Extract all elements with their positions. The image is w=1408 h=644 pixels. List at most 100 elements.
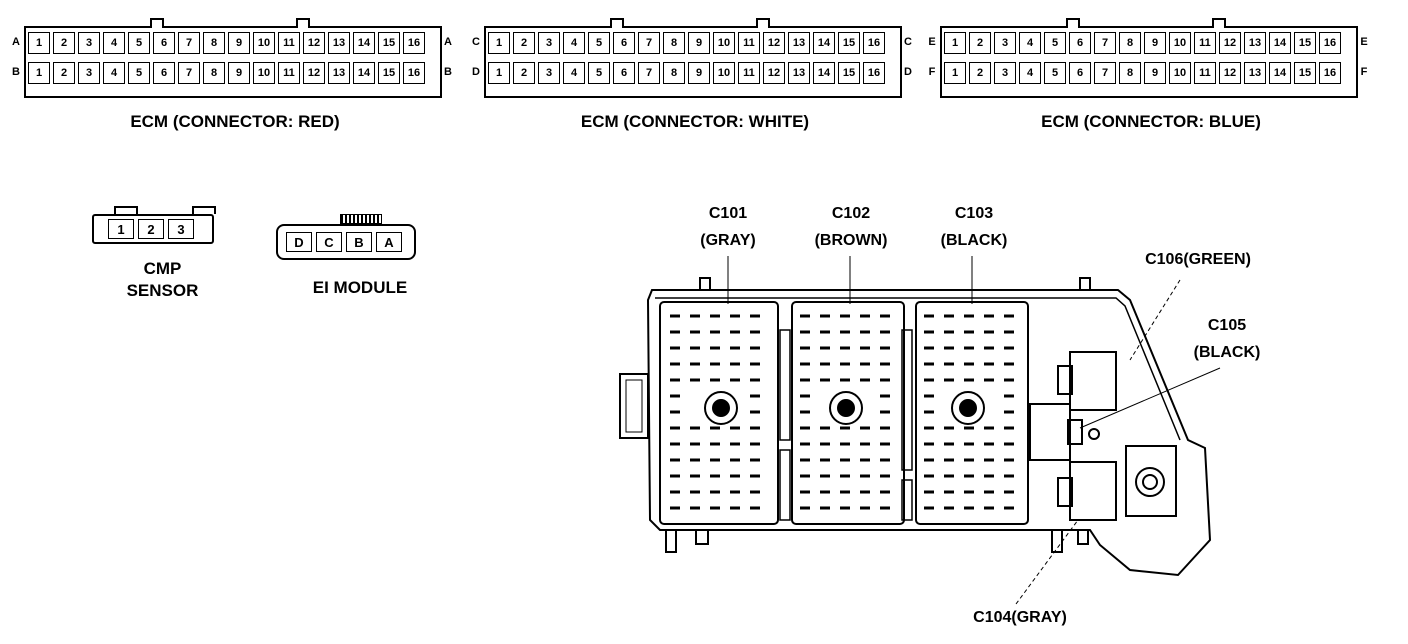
ecm-pin: 14: [353, 62, 375, 84]
ecm-pin: 9: [228, 62, 250, 84]
ecm-pin: 15: [1294, 62, 1316, 84]
c103-color: (BLACK): [940, 232, 1008, 249]
ecm-pin: 6: [613, 32, 635, 54]
c104-label: C104(GRAY): [973, 609, 1067, 626]
ecm-pin: 12: [1219, 32, 1241, 54]
ecm-pin: 1: [944, 62, 966, 84]
ecm-pin: 7: [178, 62, 200, 84]
c102-block: [791, 301, 905, 525]
c105-color: (BLACK): [1193, 344, 1261, 361]
ecm-pin: 16: [1319, 62, 1341, 84]
ecm-pin: 10: [1169, 62, 1191, 84]
ecm-pin: 5: [1044, 32, 1066, 54]
ecm-pin: 9: [228, 32, 250, 54]
c103-label: C103 (BLACK): [922, 200, 1026, 254]
ecm-pin: 8: [203, 62, 225, 84]
ecm-pin: 4: [103, 62, 125, 84]
ecm-pin: 9: [1144, 62, 1166, 84]
ecm-row-letter: E: [928, 36, 936, 48]
ecm-latch-tab: [610, 18, 624, 28]
ecm-pin: 16: [1319, 32, 1341, 54]
ecm-pin: 12: [1219, 62, 1241, 84]
c105-id: C105: [1207, 317, 1247, 334]
ecm-pin: 14: [813, 32, 835, 54]
ecm-pin: 15: [838, 62, 860, 84]
ecm-pin: 8: [663, 32, 685, 54]
ecm-row-letter: F: [928, 66, 936, 78]
ecm-latch-tab: [296, 18, 310, 28]
ecm-pin: 6: [1069, 32, 1091, 54]
c101-id: C101: [708, 205, 748, 222]
ecm-pin: 8: [1119, 62, 1141, 84]
ecm-pin: 4: [563, 32, 585, 54]
ecm-pin: 2: [969, 62, 991, 84]
ecm-pin: 11: [1194, 62, 1216, 84]
cmp-sensor-pin: 3: [168, 219, 194, 239]
ecm-pin: 10: [253, 32, 275, 54]
ecm-pin: 11: [278, 32, 300, 54]
ecm-pin: 13: [788, 32, 810, 54]
c101-bolt: [704, 391, 738, 425]
cmp-sensor-pin: 2: [138, 219, 164, 239]
ecm-pin: 7: [178, 32, 200, 54]
c101-block: [659, 301, 779, 525]
ecm-row-letter: D: [904, 66, 912, 78]
ecm-pin: 8: [663, 62, 685, 84]
cmp-sensor-pin: 1: [108, 219, 134, 239]
c105-label: C105 (BLACK): [1172, 312, 1282, 366]
ecm-pin: 9: [688, 62, 710, 84]
ecm-pin: 13: [328, 62, 350, 84]
ecm-row-letter: E: [1360, 36, 1368, 48]
ecm-pin: 14: [1269, 32, 1291, 54]
ecm-pin: 2: [513, 32, 535, 54]
ecm-pin: 9: [1144, 32, 1166, 54]
ecm-pin: 13: [788, 62, 810, 84]
c104-block: [1069, 461, 1117, 521]
ecm-pin: 7: [638, 62, 660, 84]
ecm-pin: 1: [488, 32, 510, 54]
ecm-pin: 3: [994, 62, 1016, 84]
c102-bolt: [829, 391, 863, 425]
c101-label: C101 (GRAY): [680, 200, 776, 254]
cmp-sensor-label-line1: CMP: [143, 259, 182, 278]
c103-id: C103: [954, 205, 994, 222]
ecm-pin: 1: [944, 32, 966, 54]
ecm-pin: 14: [813, 62, 835, 84]
ecm-pin: 8: [203, 32, 225, 54]
ecm-pin: 3: [78, 62, 100, 84]
ecm-pin: 3: [994, 32, 1016, 54]
c106-block: [1069, 351, 1117, 411]
ecm-pin: 4: [563, 62, 585, 84]
ecm-connector-caption: ECM (CONNECTOR: WHITE): [580, 112, 810, 131]
ecm-pin: 3: [538, 32, 560, 54]
ecm-pin: 15: [1294, 32, 1316, 54]
ecm-pin: 7: [638, 32, 660, 54]
ecm-pin: 13: [328, 32, 350, 54]
ecm-row-letter: A: [444, 36, 452, 48]
ecm-row-letter: F: [1360, 66, 1368, 78]
ecm-pin: 10: [713, 32, 735, 54]
ecm-latch-tab: [756, 18, 770, 28]
ecm-pin: 3: [78, 32, 100, 54]
ecm-pin: 14: [353, 32, 375, 54]
ecm-pin: 10: [713, 62, 735, 84]
ecm-pin: 12: [303, 62, 325, 84]
ecm-pin: 12: [763, 62, 785, 84]
ecm-pin: 1: [28, 62, 50, 84]
junction-box-left-tab: [619, 373, 649, 439]
ecm-pin: 12: [763, 32, 785, 54]
c101-color: (GRAY): [700, 232, 756, 249]
ecm-pin: 5: [588, 62, 610, 84]
cmp-sensor-label: CMP SENSOR: [100, 258, 225, 302]
ecm-pin: 6: [1069, 62, 1091, 84]
junction-box-outline: [646, 289, 1212, 577]
ecm-row-letter: B: [12, 66, 20, 78]
